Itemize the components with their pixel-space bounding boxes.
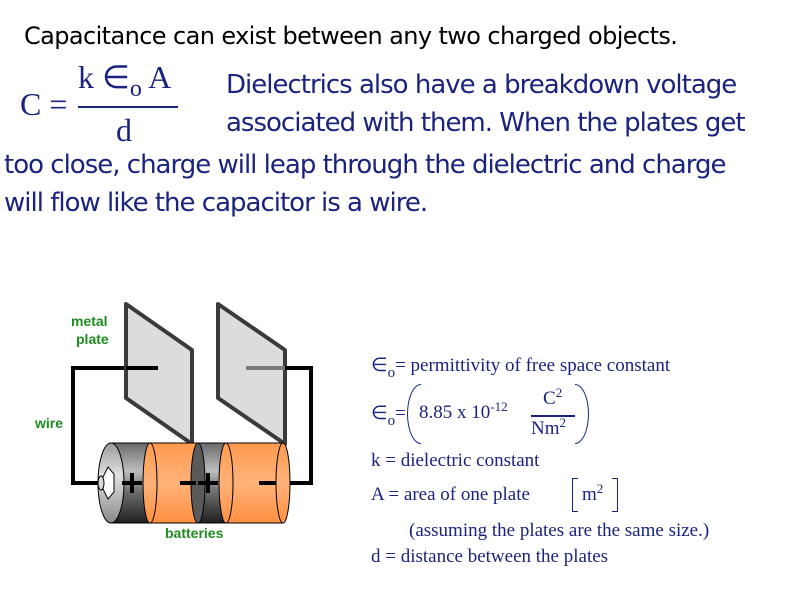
units-m-exp: 2 (596, 481, 604, 496)
A-def-text: A = area of one plate (371, 484, 530, 505)
units-fraction-bar (531, 415, 575, 417)
paragraph-line-3: too close, charge will leap through the … (4, 150, 726, 180)
formula-A: A (148, 59, 172, 95)
label-wire: wire (35, 415, 64, 431)
formula-denominator: d (116, 112, 132, 148)
formula-numerator: k ∈o A (78, 58, 172, 102)
epsilon-symbol-2: ∈ (371, 403, 388, 424)
exponent: -12 (490, 399, 508, 414)
battery-signs (122, 473, 276, 493)
d-definition: d = distance between the plates (371, 546, 609, 567)
label-plate: plate (76, 331, 109, 347)
epsilon-mantissa: 8.85 x 10-12 (419, 399, 508, 424)
mantissa-text: 8.85 x 10 (419, 402, 491, 423)
units-m: m (582, 484, 597, 505)
right-paren (575, 384, 589, 444)
epsilon-sub: o (387, 365, 396, 381)
right-wire (283, 366, 313, 485)
left-wire (71, 366, 158, 485)
units-Nm-exp: 2 (559, 415, 567, 430)
right-bracket (612, 478, 618, 512)
left-bracket (572, 478, 578, 512)
A-definition: A = area of one plate (371, 484, 530, 506)
paragraph-line-1: Dielectrics also have a breakdown voltag… (226, 70, 737, 100)
k-definition: k = dielectric constant (371, 450, 540, 471)
capacitor-circuit-diagram: metal plate wire batteries (0, 290, 340, 550)
metal-plate-right (216, 302, 287, 446)
epsilon-definition: ∈o= permittivity of free space constant (371, 354, 671, 381)
label-batteries: batteries (165, 525, 224, 541)
A-note: (assuming the plates are the same size.) (409, 520, 710, 541)
epsilon-equals: = (395, 403, 406, 424)
metal-plate-left (124, 302, 194, 446)
epsilon-symbol: ∈ (371, 355, 388, 376)
epsilon-def-text: = permittivity of free space constant (395, 355, 671, 376)
slide-title: Capacitance can exist between any two ch… (24, 22, 678, 50)
epsilon-value: ∈o= (371, 402, 406, 429)
paragraph-line-2: associated with them. When the plates ge… (226, 108, 746, 138)
units-denominator: Nm2 (531, 415, 567, 440)
formula-epsilon: ∈ (102, 59, 130, 95)
formula-epsilon-sub: o (129, 76, 142, 102)
formula-lhs: C = (20, 86, 68, 122)
units-C-exp: 2 (555, 385, 563, 400)
units-Nm: Nm (531, 418, 560, 439)
circuit-svg (71, 302, 313, 524)
epsilon-sub-2: o (387, 413, 396, 429)
formula-k: k (78, 59, 94, 95)
label-metal: metal (71, 313, 108, 329)
units-C: C (543, 388, 556, 409)
paragraph-line-4: will flow like the capacitor is a wire. (4, 188, 428, 218)
units-numerator: C2 (543, 385, 563, 410)
A-units: m2 (582, 481, 604, 506)
formula-fraction-bar (78, 106, 178, 108)
